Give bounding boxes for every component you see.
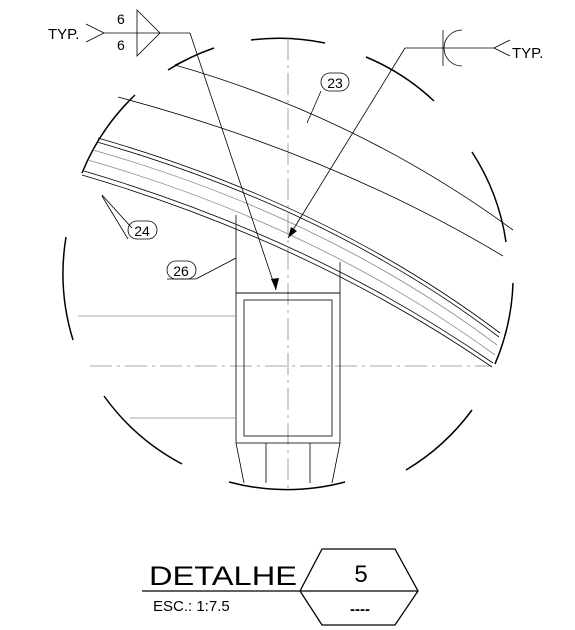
left-weld-typ: TYP. — [48, 26, 79, 43]
right-weld-symbol: TYP. — [287, 29, 543, 239]
detail-title: DETALHE — [149, 561, 297, 591]
callout-23: 23 — [306, 72, 350, 124]
detail-title-block: DETALHE ESC.: 1:7.5 5 ---- — [142, 548, 419, 626]
left-weld-arrow-leader — [189, 32, 277, 291]
detail-sheet-ref: ---- — [350, 601, 370, 618]
fillet-weld-triangle-icon — [136, 9, 161, 57]
detail-boundary-circle — [62, 37, 514, 491]
callout-24: 24 — [101, 194, 158, 240]
right-weld-typ: TYP. — [512, 45, 543, 62]
callout-24-label: 24 — [134, 223, 150, 239]
callout-23-label: 23 — [327, 75, 343, 91]
detail-hexagon — [299, 548, 419, 626]
left-weld-size-top: 6 — [117, 11, 125, 27]
left-weld-symbol: TYP. 6 6 — [48, 9, 279, 291]
right-weld-arrowhead-icon — [288, 227, 297, 238]
flare-bevel-weld-icon — [443, 29, 463, 67]
detail-scale: ESC.: 1:7.5 — [153, 598, 230, 615]
detail-number: 5 — [354, 561, 367, 588]
callout-26: 26 — [166, 257, 237, 280]
left-weld-arrowhead-icon — [271, 278, 279, 290]
curved-plate-24 — [81, 137, 501, 368]
left-weld-size-bottom: 6 — [117, 37, 125, 53]
box-tube-section — [235, 292, 341, 484]
right-weld-arrow-leader — [287, 47, 406, 239]
callout-26-label: 26 — [173, 263, 189, 279]
curved-member-23 — [117, 59, 514, 257]
